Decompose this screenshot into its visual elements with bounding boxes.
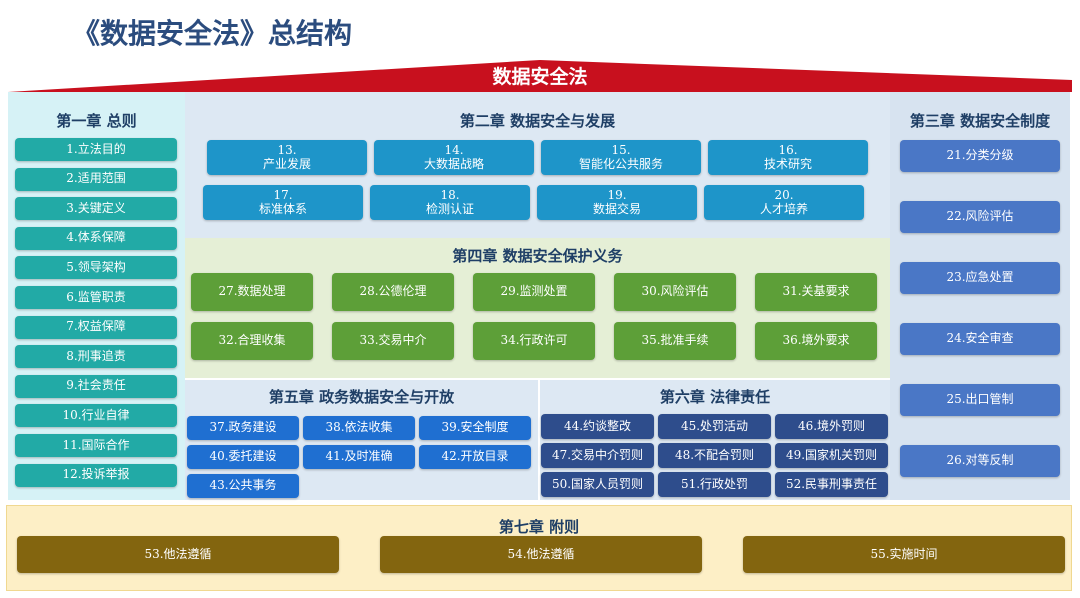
article-box[interactable]: 20.人才培养 bbox=[704, 185, 864, 220]
article-box[interactable]: 38.依法收集 bbox=[303, 416, 415, 440]
article-label: 19. bbox=[607, 187, 627, 202]
article-label: 技术研究 bbox=[763, 156, 812, 171]
chapter-5-title: 第五章 政务数据安全与开放 bbox=[268, 388, 455, 406]
page-title: 《数据安全法》总结构 bbox=[72, 17, 353, 50]
article-label: 数据交易 bbox=[592, 201, 641, 216]
article-box[interactable]: 44.约谈整改 bbox=[541, 414, 654, 439]
article-box[interactable]: 24.安全审查 bbox=[900, 323, 1060, 355]
article-box[interactable]: 15.智能化公共服务 bbox=[541, 140, 701, 175]
article-box[interactable]: 29.监测处置 bbox=[473, 273, 595, 311]
article-box[interactable]: 28.公德伦理 bbox=[332, 273, 454, 311]
article-box[interactable]: 14.大数据战略 bbox=[374, 140, 534, 175]
article-box[interactable]: 47.交易中介罚则 bbox=[541, 443, 654, 468]
article-box[interactable]: 34.行政许可 bbox=[473, 322, 595, 360]
article-box[interactable]: 31.关基要求 bbox=[755, 273, 877, 311]
chapter-7-title: 第七章 附则 bbox=[498, 518, 580, 536]
article-box[interactable]: 51.行政处罚 bbox=[658, 472, 771, 497]
article-box[interactable]: 41.及时准确 bbox=[303, 445, 415, 469]
article-box[interactable]: 33.交易中介 bbox=[332, 322, 454, 360]
article-box[interactable]: 18.检测认证 bbox=[370, 185, 530, 220]
article-box[interactable]: 46.境外罚则 bbox=[775, 414, 888, 439]
article-box[interactable]: 23.应急处置 bbox=[900, 262, 1060, 294]
article-box[interactable]: 27.数据处理 bbox=[191, 273, 313, 311]
article-box[interactable]: 1.立法目的 bbox=[15, 138, 177, 161]
article-box[interactable]: 3.关键定义 bbox=[15, 197, 177, 221]
article-box[interactable]: 40.委托建设 bbox=[187, 445, 299, 469]
article-label: 检测认证 bbox=[425, 201, 474, 216]
article-box[interactable]: 48.不配合罚则 bbox=[658, 443, 771, 468]
article-label: 16. bbox=[778, 142, 798, 157]
article-box[interactable]: 19.数据交易 bbox=[537, 185, 697, 220]
article-box[interactable]: 21.分类分级 bbox=[900, 140, 1060, 172]
article-box[interactable]: 11.国际合作 bbox=[15, 434, 177, 457]
article-box[interactable]: 22.风险评估 bbox=[900, 201, 1060, 233]
article-label: 18. bbox=[440, 187, 460, 202]
article-box[interactable]: 53.他法遵循 bbox=[17, 536, 339, 573]
article-box[interactable]: 37.政务建设 bbox=[187, 416, 299, 440]
article-box[interactable]: 5.领导架构 bbox=[15, 256, 177, 280]
article-box[interactable]: 32.合理收集 bbox=[191, 322, 313, 360]
article-label: 产业发展 bbox=[262, 156, 311, 171]
article-box[interactable]: 42.开放目录 bbox=[419, 445, 531, 469]
chapter-3-panel: 第三章 数据安全制度 21.分类分级 22.风险评估 23.应急处置 24.安全审查 2… bbox=[890, 92, 1070, 500]
chapter-7-panel: 第七章 附则 53.他法遵循 54.他法遵循 55.实施时间 bbox=[6, 505, 1072, 591]
article-box[interactable]: 6.监管职责 bbox=[15, 286, 177, 309]
article-label: 大数据战略 bbox=[423, 156, 484, 171]
article-box[interactable]: 49.国家机关罚则 bbox=[775, 443, 888, 468]
chapter-1-panel: 第一章 总则 1.立法目的 2.适用范围 3.关键定义 4.体系保障 5.领导架构 6.监… bbox=[8, 92, 185, 500]
chapter-3-title: 第三章 数据安全制度 bbox=[909, 112, 1051, 130]
article-box[interactable]: 39.安全制度 bbox=[419, 416, 531, 440]
article-label: 20. bbox=[774, 187, 794, 202]
article-box[interactable]: 25.出口管制 bbox=[900, 384, 1060, 416]
article-box[interactable]: 7.权益保障 bbox=[15, 315, 177, 339]
chapter-2-title: 第二章 数据安全与发展 bbox=[459, 112, 616, 130]
article-box[interactable]: 17.标准体系 bbox=[203, 185, 363, 220]
article-label: 标准体系 bbox=[258, 201, 307, 216]
article-box[interactable]: 43.公共事务 bbox=[187, 474, 299, 498]
article-box[interactable]: 9.社会责任 bbox=[15, 374, 177, 398]
roof-banner bbox=[8, 60, 1072, 92]
article-box[interactable]: 54.他法遵循 bbox=[380, 536, 702, 573]
article-label: 15. bbox=[611, 142, 631, 157]
article-box[interactable]: 16.技术研究 bbox=[708, 140, 868, 175]
article-label: 智能化公共服务 bbox=[578, 156, 663, 171]
chapter-4-panel: 第四章 数据安全保护义务 27.数据处理 28.公德伦理 29.监测处置 30.风险评… bbox=[185, 238, 890, 378]
article-box[interactable]: 50.国家人员罚则 bbox=[541, 472, 654, 497]
article-label: 17. bbox=[273, 187, 293, 202]
article-box[interactable]: 12.投诉举报 bbox=[15, 463, 177, 487]
article-box[interactable]: 30.风险评估 bbox=[614, 273, 736, 311]
article-label: 人才培养 bbox=[759, 201, 808, 216]
roof-label: 数据安全法 bbox=[492, 66, 588, 88]
article-box[interactable]: 10.行业自律 bbox=[15, 404, 177, 428]
article-box[interactable]: 35.批准手续 bbox=[614, 322, 736, 360]
article-box[interactable]: 13.产业发展 bbox=[207, 140, 367, 175]
chapter-1-title: 第一章 总则 bbox=[56, 112, 137, 130]
article-box[interactable]: 26.对等反制 bbox=[900, 445, 1060, 477]
article-box[interactable]: 45.处罚活动 bbox=[658, 414, 771, 439]
article-box[interactable]: 4.体系保障 bbox=[15, 226, 177, 250]
article-label: 14. bbox=[444, 142, 464, 157]
article-box[interactable]: 36.境外要求 bbox=[755, 322, 877, 360]
article-label: 13. bbox=[277, 142, 297, 157]
article-box[interactable]: 55.实施时间 bbox=[743, 536, 1065, 573]
article-box[interactable]: 2.适用范围 bbox=[15, 167, 177, 191]
article-box[interactable]: 52.民事刑事责任 bbox=[775, 472, 888, 497]
article-box[interactable]: 8.刑事追责 bbox=[15, 345, 177, 369]
chapter-6-title: 第六章 法律责任 bbox=[659, 388, 771, 406]
chapter-4-title: 第四章 数据安全保护义务 bbox=[452, 247, 623, 265]
